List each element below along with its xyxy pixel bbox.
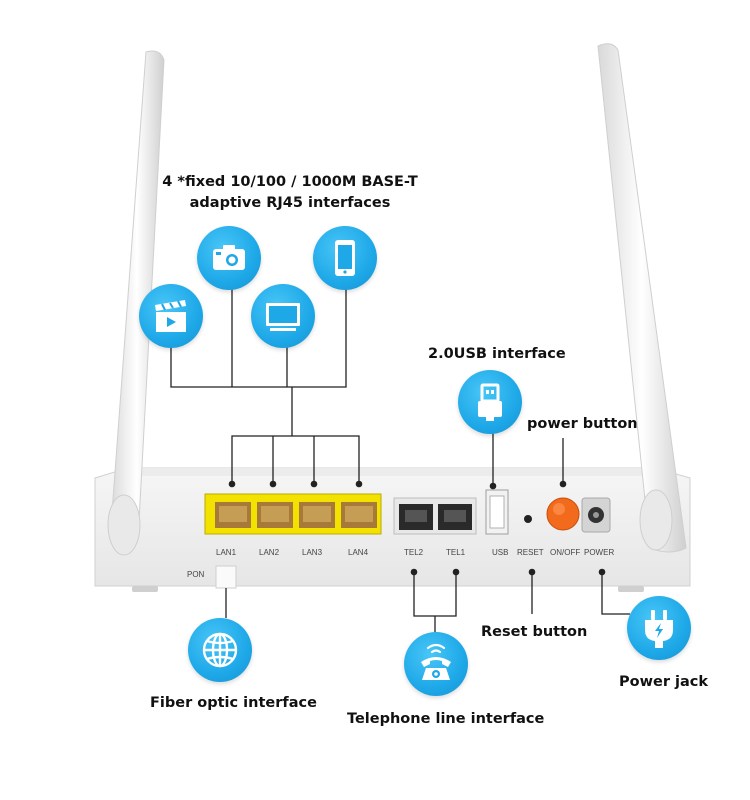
- power-jack-callout: Power jack: [619, 674, 709, 690]
- usb-port: [485, 489, 509, 535]
- camera-icon: [197, 226, 261, 290]
- label-lan3: LAN3: [302, 548, 323, 557]
- telephone-callout: Telephone line interface: [347, 711, 545, 727]
- label-tel2: TEL2: [404, 548, 424, 557]
- smartphone-icon: [313, 226, 377, 290]
- power-button-callout: power button: [527, 416, 638, 432]
- label-onoff: ON/OFF: [550, 548, 581, 557]
- label-reset: RESET: [517, 548, 544, 557]
- label-tel1: TEL1: [446, 548, 466, 557]
- label-lan4: LAN4: [348, 548, 369, 557]
- rj45-callout: 4 *fixed 10/100 / 1000M BASE-T adaptive …: [150, 172, 430, 214]
- label-usb: USB: [492, 548, 509, 557]
- label-lan1: LAN1: [216, 548, 237, 557]
- reset-callout: Reset button: [481, 624, 588, 640]
- rj45-callout-line1: 4 *fixed 10/100 / 1000M BASE-T: [162, 174, 418, 190]
- callout-dots: [228, 480, 606, 576]
- reset-hole: [524, 515, 532, 523]
- power-button: [546, 497, 580, 531]
- usb-callout: 2.0USB interface: [428, 346, 566, 362]
- video-clapper-icon: [139, 284, 203, 348]
- fiber-callout: Fiber optic interface: [150, 695, 317, 711]
- pon-port: [215, 565, 237, 589]
- label-pon: PON: [187, 570, 205, 579]
- lan-ports: [204, 493, 382, 535]
- power-jack: [581, 497, 611, 533]
- right-antenna: [597, 43, 687, 553]
- label-lan2: LAN2: [259, 548, 280, 557]
- callout-lines: [170, 282, 630, 632]
- monitor-icon: [251, 284, 315, 348]
- rj45-callout-line2: adaptive RJ45 interfaces: [189, 195, 391, 211]
- usb-icon: [458, 370, 522, 434]
- globe-icon: [188, 618, 252, 682]
- power-plug-icon: [627, 596, 691, 660]
- telephone-icon: [404, 632, 468, 696]
- tel-ports: [393, 497, 477, 535]
- label-power: POWER: [584, 548, 615, 557]
